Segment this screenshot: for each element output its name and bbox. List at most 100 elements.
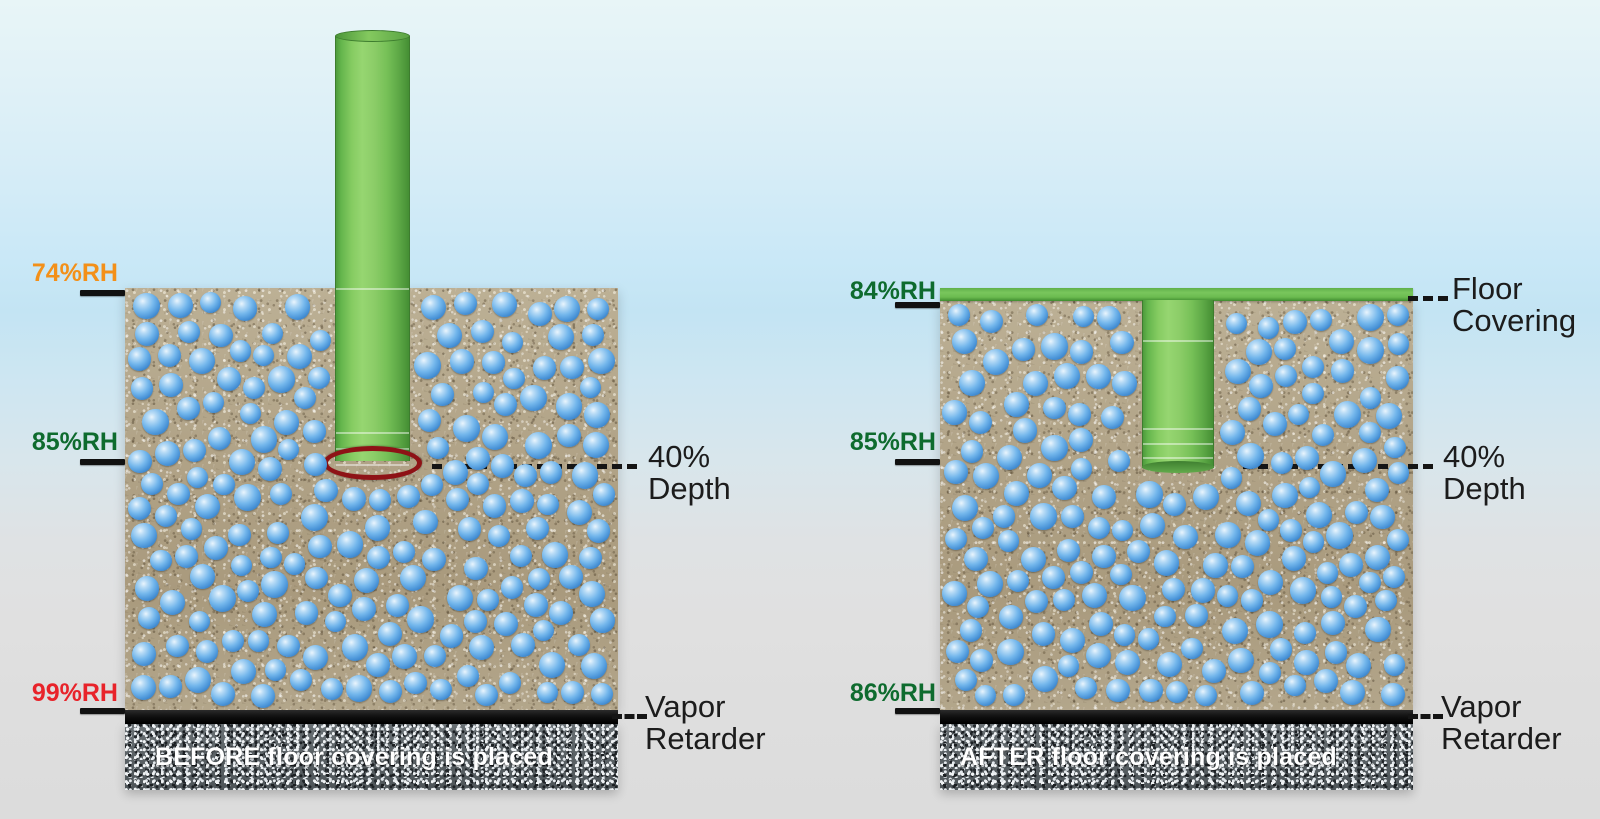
moisture-droplet: [1041, 434, 1068, 462]
moisture-droplet: [1012, 338, 1035, 361]
moisture-droplet: [1114, 624, 1136, 646]
moisture-droplet: [1302, 531, 1324, 553]
moisture-droplet: [209, 323, 233, 347]
moisture-droplet: [1386, 528, 1410, 551]
depth-leader-line-before: [432, 464, 637, 469]
moisture-droplet: [1309, 308, 1332, 331]
moisture-droplet: [1059, 628, 1086, 654]
moisture-droplet: [945, 640, 969, 663]
moisture-droplet: [386, 594, 409, 618]
moisture-droplet: [1089, 611, 1114, 637]
moisture-droplet: [278, 439, 300, 461]
callout-floor-covering: Floor Covering: [1452, 273, 1576, 336]
moisture-droplet: [203, 535, 228, 560]
moisture-droplet: [557, 423, 581, 448]
moisture-droplet: [1339, 680, 1365, 706]
moisture-droplet: [342, 634, 369, 661]
moisture-droplet: [1283, 310, 1308, 335]
moisture-droplet: [142, 408, 169, 436]
moisture-droplet: [1270, 451, 1293, 474]
moisture-droplet: [426, 437, 449, 459]
moisture-droplet: [189, 347, 216, 375]
moisture-droplet: [959, 619, 983, 642]
moisture-droplet: [1087, 517, 1110, 540]
moisture-droplet: [453, 414, 481, 442]
moisture-droplet: [166, 482, 190, 506]
retarder-leader-line-after: [1408, 714, 1443, 719]
moisture-droplet: [1215, 522, 1241, 548]
moisture-droplet: [1257, 509, 1280, 531]
moisture-droplet: [1334, 401, 1362, 428]
moisture-droplet: [464, 556, 489, 581]
moisture-droplet: [494, 392, 518, 416]
retarder-leader-line-before: [612, 714, 647, 719]
moisture-droplet: [167, 293, 193, 319]
moisture-droplet: [490, 454, 514, 478]
moisture-droplet: [210, 681, 235, 706]
moisture-droplet: [944, 460, 968, 484]
moisture-droplet: [1075, 677, 1097, 699]
moisture-droplet: [264, 659, 287, 681]
moisture-droplet: [229, 340, 252, 362]
moisture-droplet: [1237, 397, 1262, 421]
moisture-droplet: [1201, 658, 1227, 684]
moisture-droplet: [1226, 313, 1248, 335]
moisture-droplet: [1181, 637, 1203, 660]
moisture-droplet: [588, 347, 615, 375]
moisture-droplet: [404, 671, 427, 695]
moisture-droplet: [270, 482, 293, 506]
moisture-droplet: [979, 309, 1003, 334]
rh-label-surface-after: 84%RH: [818, 277, 936, 306]
probe-tube-before: [335, 36, 410, 466]
moisture-droplet: [998, 605, 1023, 629]
moisture-droplet: [1067, 403, 1091, 426]
moisture-droplet: [528, 302, 553, 327]
moisture-droplet: [430, 678, 452, 700]
moisture-droplet: [1153, 550, 1180, 576]
moisture-droplet: [1041, 333, 1068, 360]
moisture-droplet: [1245, 338, 1272, 365]
moisture-droplet: [1069, 340, 1093, 364]
moisture-droplet: [593, 483, 616, 506]
moisture-droplet: [177, 397, 200, 420]
moisture-droplet: [267, 521, 289, 544]
moisture-droplet: [324, 610, 347, 633]
moisture-droplet: [1279, 519, 1303, 542]
moisture-droplet: [1330, 359, 1354, 383]
moisture-droplet: [392, 644, 418, 670]
moisture-droplet: [1344, 501, 1368, 525]
moisture-droplet: [1316, 562, 1339, 584]
moisture-droplet: [417, 409, 442, 433]
moisture-droplet: [466, 472, 490, 496]
moisture-droplet: [336, 531, 364, 558]
moisture-droplet: [260, 546, 282, 569]
moisture-droplet: [1262, 411, 1288, 437]
moisture-droplet: [457, 517, 481, 541]
moisture-droplet: [1110, 330, 1134, 354]
moisture-droplet: [1194, 684, 1217, 707]
moisture-droplet: [257, 456, 283, 482]
moisture-droplet: [955, 668, 977, 691]
moisture-droplet: [1237, 442, 1264, 470]
callout-retarder-after: Vapor Retarder: [1441, 691, 1562, 754]
moisture-droplet: [294, 601, 319, 625]
moisture-droplet: [1140, 512, 1166, 538]
probe-band: [1143, 428, 1213, 430]
rh-tick-surface-after: [895, 302, 940, 308]
moisture-droplet: [149, 549, 172, 572]
moisture-droplet: [510, 632, 535, 657]
moisture-droplet: [445, 488, 470, 512]
moisture-droplet: [482, 494, 507, 518]
moisture-droplet: [977, 571, 1003, 597]
sensor-depth-ring: [323, 446, 422, 480]
rh-tick-base-after: [895, 708, 940, 714]
moisture-droplet: [212, 473, 235, 496]
moisture-droplet: [1025, 304, 1048, 327]
callout-depth-line1: 40%: [648, 439, 711, 474]
moisture-droplet: [207, 427, 232, 451]
moisture-droplet: [300, 503, 328, 531]
moisture-droplet: [1069, 428, 1093, 453]
moisture-droplet: [944, 528, 967, 551]
moisture-droplet: [472, 381, 494, 403]
moisture-droplet: [234, 484, 262, 512]
